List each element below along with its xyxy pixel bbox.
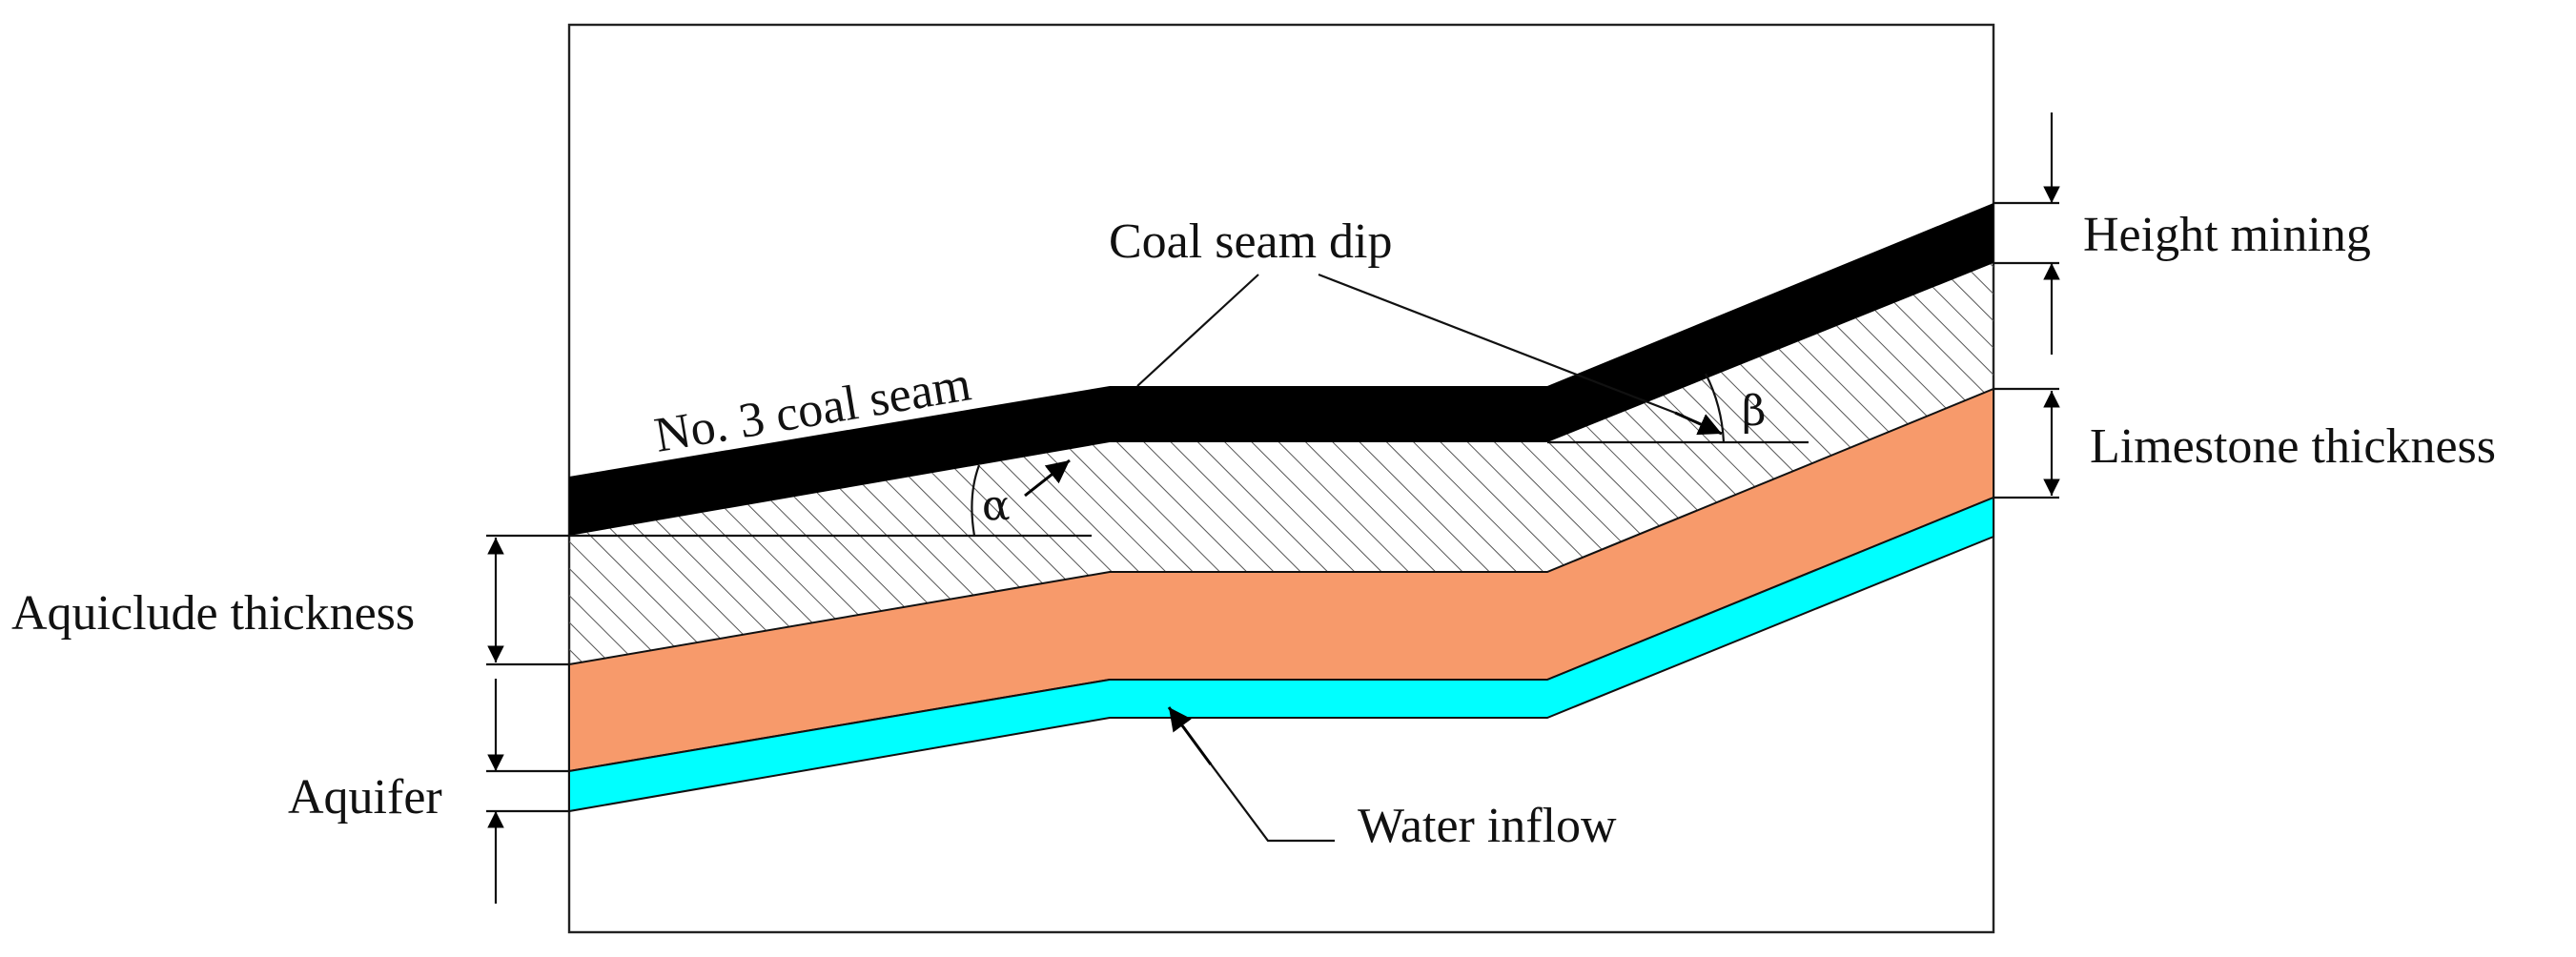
aquifer-dimension (486, 679, 569, 904)
limestone-thickness-label: Limestone thickness (2090, 419, 2496, 474)
height-mining-dimension (1993, 112, 2060, 355)
beta-arrow (1674, 411, 1723, 436)
beta-label: β (1742, 387, 1766, 436)
water-inflow-leader (1172, 712, 1335, 843)
coal-seam-dip-leader-left (1136, 274, 1259, 387)
aquifer-label: Aquifer (288, 770, 442, 825)
coal-seam-dip-label: Coal seam dip (1109, 214, 1393, 269)
coal-seam-dip-leader-right (1318, 273, 1676, 415)
aquiclude-layer (569, 263, 1993, 664)
aquiclude-thickness-label: Aquiclude thickness (11, 586, 415, 641)
water-inflow-label: Water inflow (1358, 799, 1617, 853)
height-mining-label: Height mining (2083, 208, 2371, 262)
aquiclude-thickness-dimension (486, 534, 569, 666)
alpha-arrow (1024, 458, 1071, 498)
limestone-thickness-dimension (1993, 387, 2060, 499)
beta-angle-arc-icon (1705, 373, 1726, 443)
alpha-label: α (982, 481, 1011, 530)
coal-seam-layer (569, 203, 1993, 536)
alpha-angle-arc-icon (971, 464, 981, 537)
water-inflow-arrow (1167, 706, 1213, 765)
aquifer-layer (568, 496, 1994, 813)
